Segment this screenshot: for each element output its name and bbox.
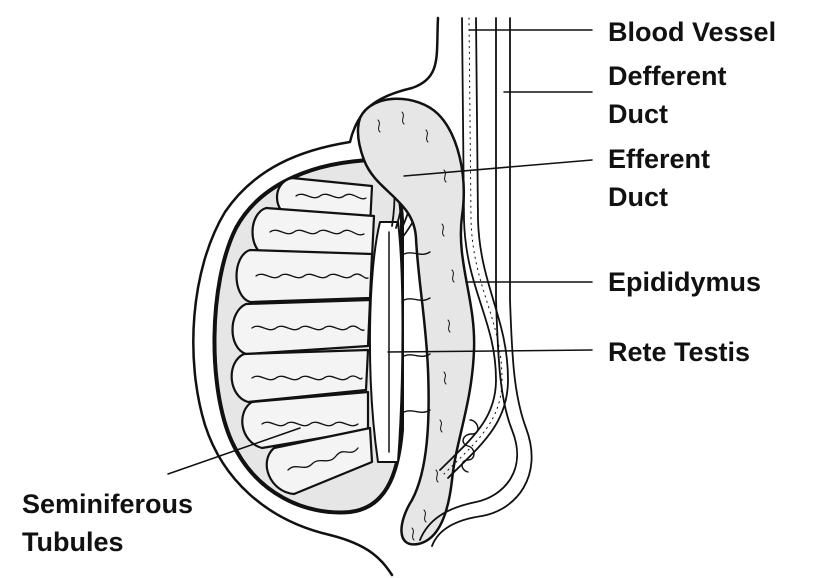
connective-strands bbox=[403, 251, 431, 413]
label-seminiferous-tubules: Seminiferous Tubules bbox=[22, 485, 193, 561]
blood-vessel-inner bbox=[447, 17, 509, 479]
blood-vessel-outer bbox=[439, 17, 497, 471]
label-defferent-duct: Defferent Duct bbox=[608, 57, 727, 133]
scrotum-outline bbox=[192, 16, 440, 577]
label-defferent-duct-line1: Defferent bbox=[608, 61, 727, 91]
seminiferous-leader bbox=[167, 427, 301, 475]
seminiferous-lobules bbox=[230, 176, 376, 496]
lobule bbox=[230, 348, 370, 404]
label-efferent-duct-line2: Duct bbox=[608, 182, 668, 212]
label-seminiferous-line1: Seminiferous bbox=[22, 489, 194, 519]
label-epididymus: Epididymus bbox=[608, 267, 762, 297]
efferent-duct-leader bbox=[403, 159, 593, 177]
label-blood-vessel: Blood Vessel bbox=[608, 17, 777, 47]
tubule-coils bbox=[251, 193, 369, 471]
blood-vessel-rungs bbox=[443, 17, 503, 475]
epididymis-texture bbox=[377, 111, 455, 541]
deferent-duct-inner bbox=[431, 17, 533, 547]
label-seminiferous-line2: Tubules bbox=[22, 527, 124, 557]
label-rete-testis: Rete Testis bbox=[608, 337, 751, 367]
leader-lines bbox=[167, 29, 593, 475]
rete-testis-leader bbox=[387, 349, 593, 353]
rete-testis-structure bbox=[368, 221, 404, 463]
label-defferent-duct-line2: Duct bbox=[608, 99, 668, 129]
duct-coil bbox=[461, 419, 479, 473]
label-efferent-duct: Efferent Duct bbox=[608, 140, 710, 216]
label-efferent-duct-line1: Efferent bbox=[608, 144, 711, 174]
deferent-duct-outer bbox=[419, 17, 518, 541]
